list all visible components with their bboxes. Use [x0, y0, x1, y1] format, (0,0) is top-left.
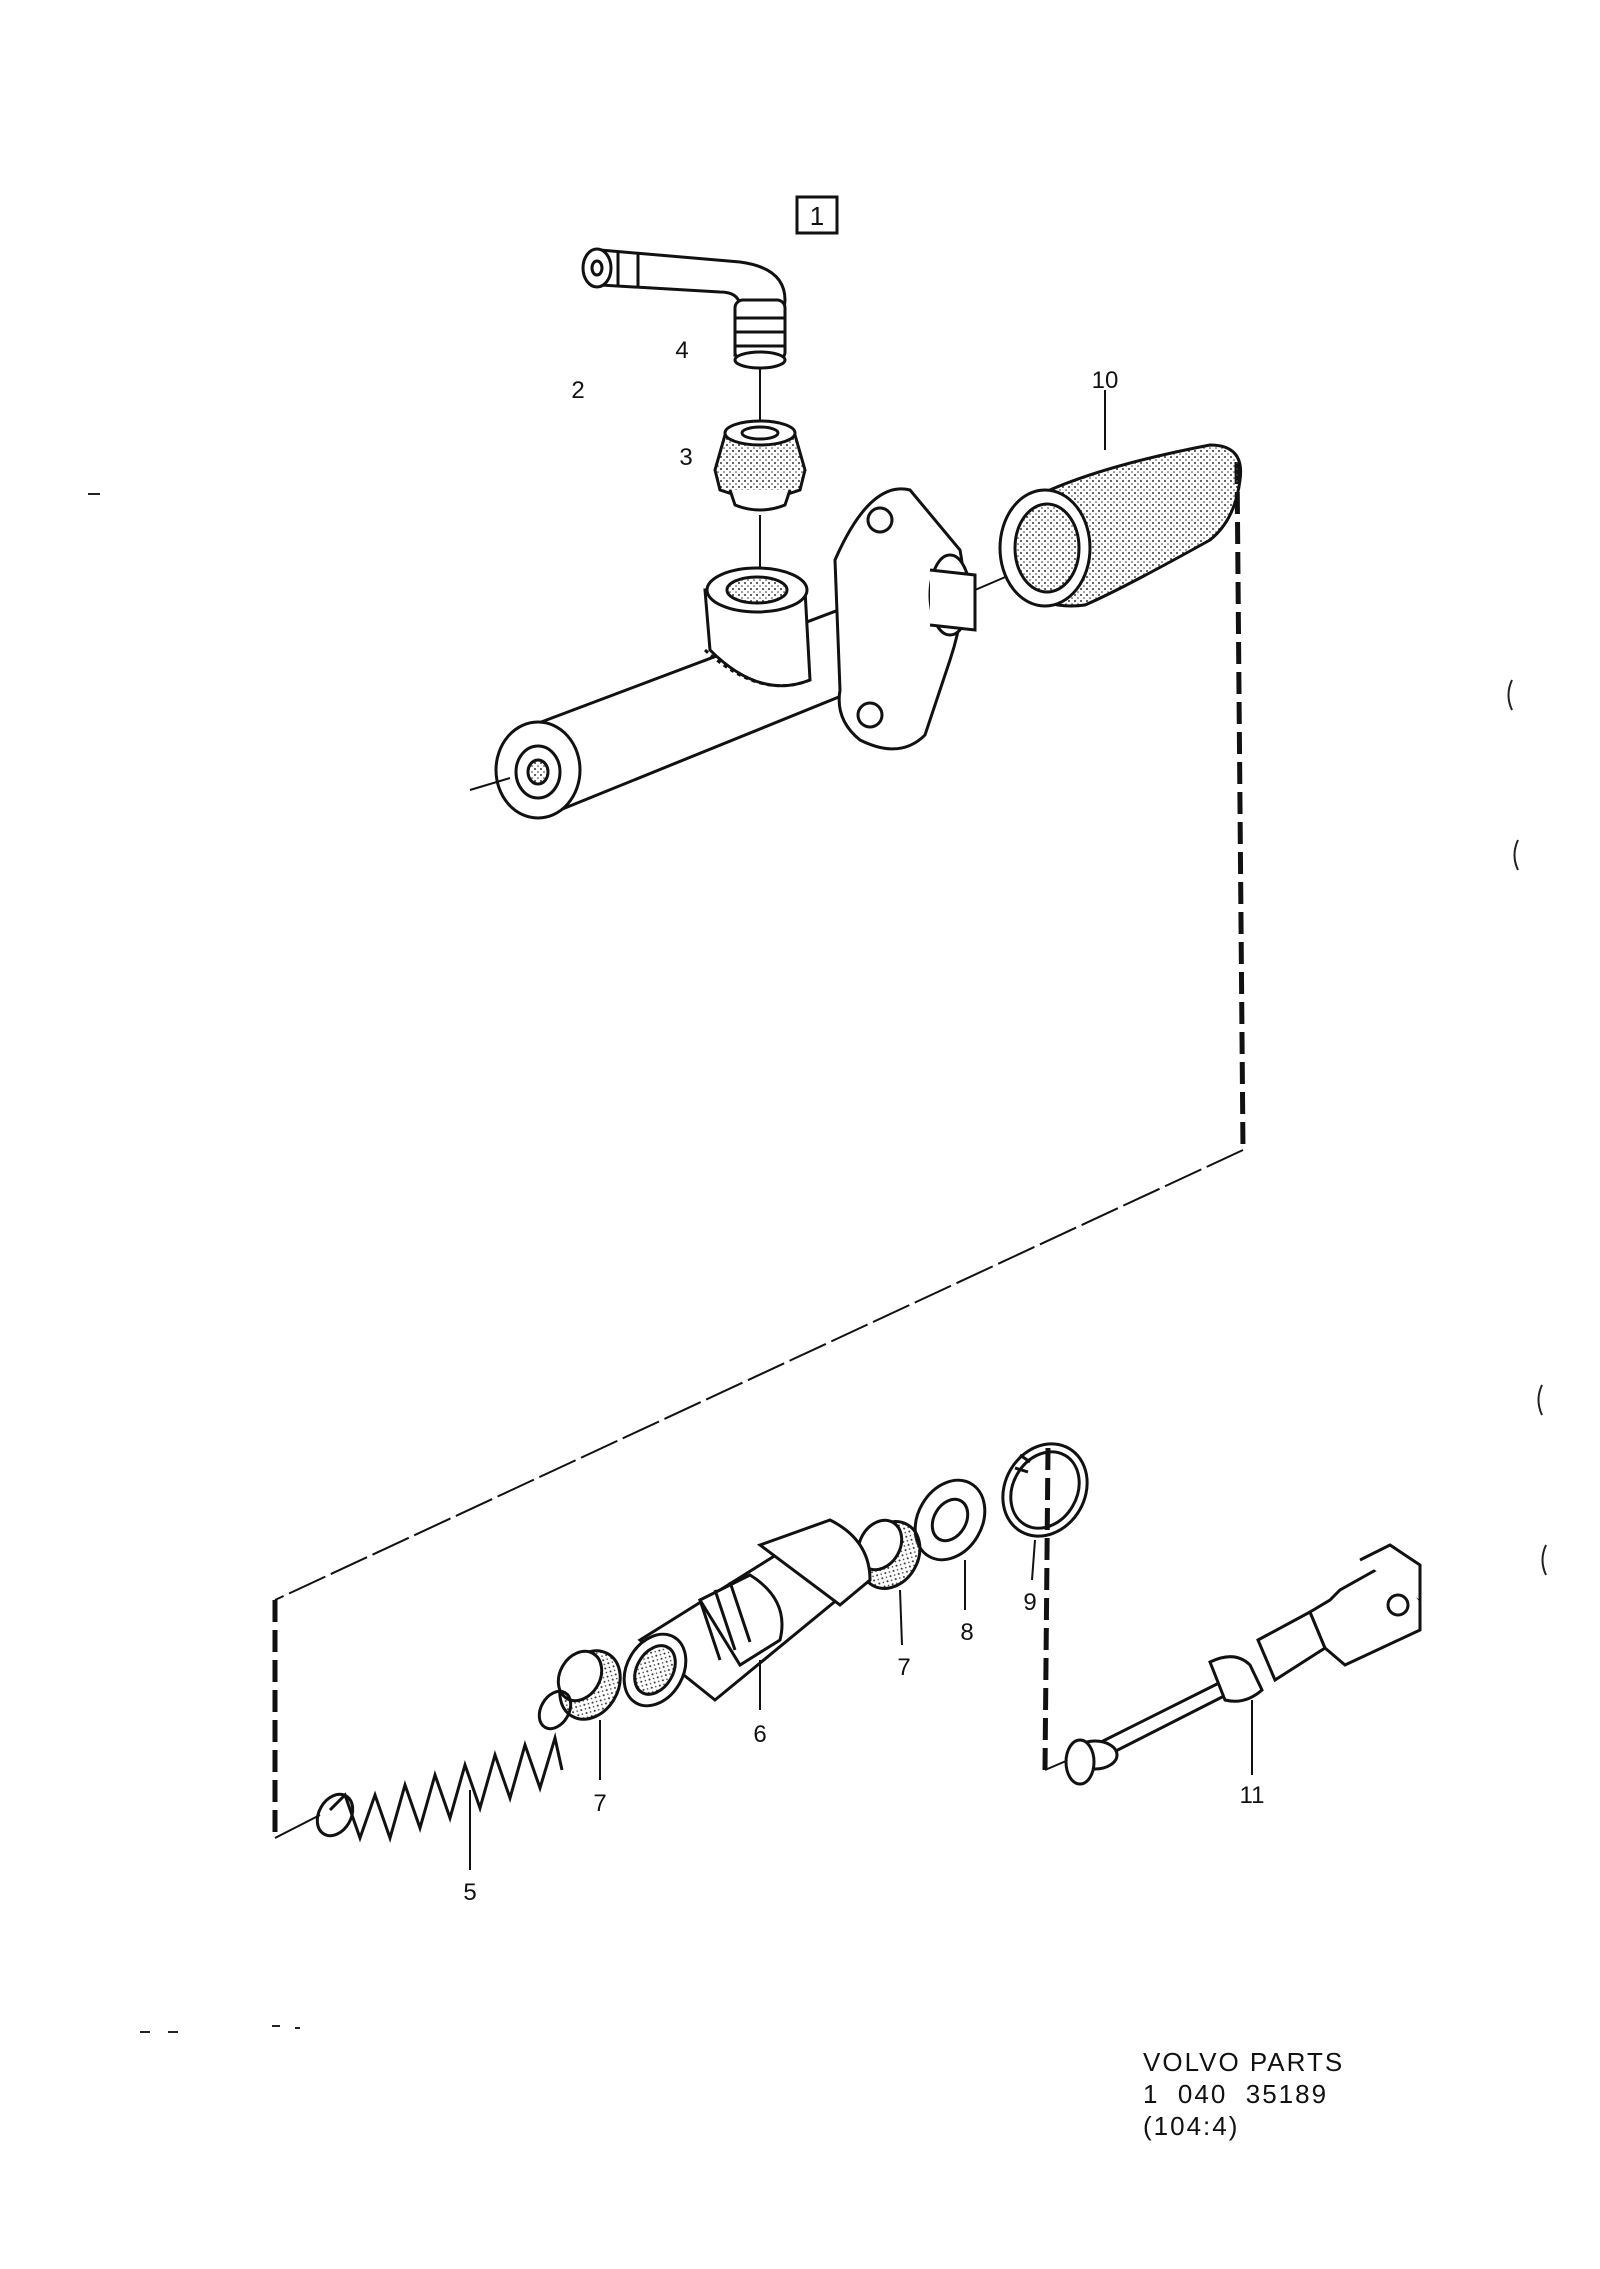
- scan-margin-marks: [88, 493, 1547, 2033]
- part-8-washer: [913, 1478, 987, 1610]
- footer-page-ref: (104:4): [1143, 2111, 1240, 2141]
- footer-part-number: 1 040 35189: [1143, 2079, 1329, 2109]
- part-6-piston: [622, 1518, 872, 1710]
- callout-3: 3: [679, 444, 692, 471]
- callout-6: 6: [753, 1721, 766, 1748]
- group-number-label: 1: [810, 201, 824, 231]
- callout-7-lower: 7: [593, 1790, 606, 1817]
- part-2-master-cylinder: [469, 487, 1011, 820]
- callout-9: 9: [1023, 1589, 1036, 1616]
- part-7-seal-lower: [556, 1649, 622, 1780]
- callout-10: 10: [1092, 367, 1119, 394]
- part-7-seal-upper: [856, 1518, 922, 1646]
- part-11-push-rod: [1064, 1543, 1422, 1786]
- assembly-dashed-lines: [272, 461, 1246, 1839]
- callout-2: 2: [571, 377, 584, 404]
- footer-brand: VOLVO PARTS: [1143, 2047, 1345, 2077]
- callout-7-upper: 7: [897, 1654, 910, 1681]
- group-number-box: 1: [795, 195, 839, 235]
- callout-8: 8: [960, 1619, 973, 1646]
- callout-11: 11: [1240, 1782, 1265, 1809]
- part-5-spring: [315, 1689, 573, 1870]
- part-4-hose-nipple: [581, 247, 787, 370]
- callout-4: 4: [675, 337, 688, 364]
- part-3-grommet: [713, 419, 807, 512]
- part-9-circlip: [1001, 1442, 1089, 1581]
- callout-labels: 2 3 4 5 6 7 7 8 9 10 11: [463, 337, 1264, 1906]
- part-10-dust-boot: [998, 390, 1243, 608]
- callout-5: 5: [463, 1879, 476, 1906]
